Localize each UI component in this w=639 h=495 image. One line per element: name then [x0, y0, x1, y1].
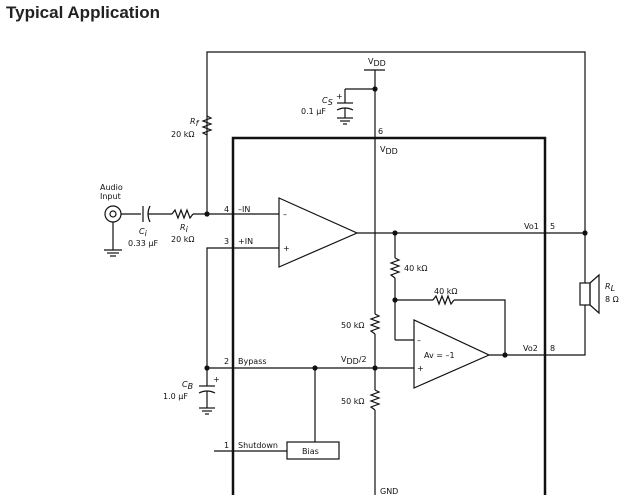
- audio-input-label-2: Input: [100, 192, 121, 201]
- vdd-supply-label: VDD: [368, 57, 386, 68]
- pin-8-name: Vo2: [523, 344, 538, 353]
- page-title: Typical Application: [6, 3, 160, 22]
- pin-3-number: 3: [224, 237, 229, 246]
- cs-value: 0.1 μF: [301, 107, 326, 116]
- amp1-plus: +: [283, 244, 290, 253]
- r40-feedback-resistor: [432, 294, 455, 306]
- bias-block: [286, 441, 340, 460]
- amplifier-2: [413, 319, 491, 389]
- amp2-plus: +: [417, 364, 424, 373]
- ic-package-outline: [231, 136, 547, 495]
- cb-capacitor: [198, 368, 216, 415]
- vdd2-label: VDD/2: [341, 355, 367, 366]
- audio-input-label-1: Audio: [100, 183, 123, 192]
- pin-3-name: +IN: [238, 237, 253, 246]
- ci-value: 0.33 μF: [128, 239, 158, 248]
- pin-6-name: VDD: [380, 145, 398, 156]
- r40-feedback-value: 40 kΩ: [434, 287, 457, 296]
- rf-label: Rf: [190, 117, 200, 128]
- ri-resistor: [171, 208, 194, 220]
- rf-value: 20 kΩ: [171, 130, 194, 139]
- r40-input-value: 40 kΩ: [404, 264, 427, 273]
- cs-label: CS: [322, 96, 333, 107]
- bias-label: Bias: [302, 447, 319, 456]
- amp2-minus: –: [417, 336, 421, 345]
- vo2-wire: [489, 310, 586, 356]
- r50-upper-resistor: [369, 313, 381, 335]
- pin-1-name: Shutdown: [238, 441, 278, 450]
- pin-2-name: Bypass: [238, 357, 267, 366]
- ri-value: 20 kΩ: [171, 235, 194, 244]
- r40-input-resistor: [389, 257, 401, 279]
- pin-5-name: Vo1: [524, 222, 539, 231]
- r50-lower-value: 50 kΩ: [341, 397, 364, 406]
- cs-polarity: +: [336, 92, 343, 101]
- ci-label: Ci: [139, 227, 148, 238]
- rl-value: 8 Ω: [605, 295, 619, 304]
- pin-6-number: 6: [378, 127, 383, 136]
- amplifier-1: [278, 197, 359, 268]
- cb-value: 1.0 μF: [163, 392, 188, 401]
- cb-label: CB: [182, 380, 193, 391]
- vdd-supply-symbol: VDD: [364, 57, 386, 89]
- r40-feedback-wire-b: [454, 299, 506, 355]
- amp1-minus: –: [283, 210, 287, 219]
- pin-1-number: 1: [224, 441, 229, 450]
- plus-in-wire: [206, 247, 279, 368]
- feedback-loop-wire: [206, 51, 586, 233]
- rl-label: RL: [605, 282, 615, 293]
- rf-resistor: [201, 115, 213, 136]
- r50-lower-resistor: [369, 389, 381, 411]
- cs-capacitor: [336, 88, 375, 125]
- ri-label: Ri: [180, 223, 189, 234]
- r50-upper-value: 50 kΩ: [341, 321, 364, 330]
- pin-4-number: 4: [224, 205, 229, 214]
- minus-in-junction: [204, 211, 210, 217]
- audio-input-jack: [104, 205, 122, 257]
- vo2-junction: [502, 352, 508, 358]
- pin-5-number: 5: [550, 222, 555, 231]
- pin-8-number: 8: [550, 344, 555, 353]
- speaker-icon: [579, 273, 600, 315]
- gnd-label: GND: [380, 487, 398, 495]
- amp2-gain-label: Av = –1: [424, 351, 455, 360]
- cb-polarity: +: [213, 375, 220, 384]
- pin-2-number: 2: [224, 357, 229, 366]
- pin-4-name: –IN: [238, 205, 250, 214]
